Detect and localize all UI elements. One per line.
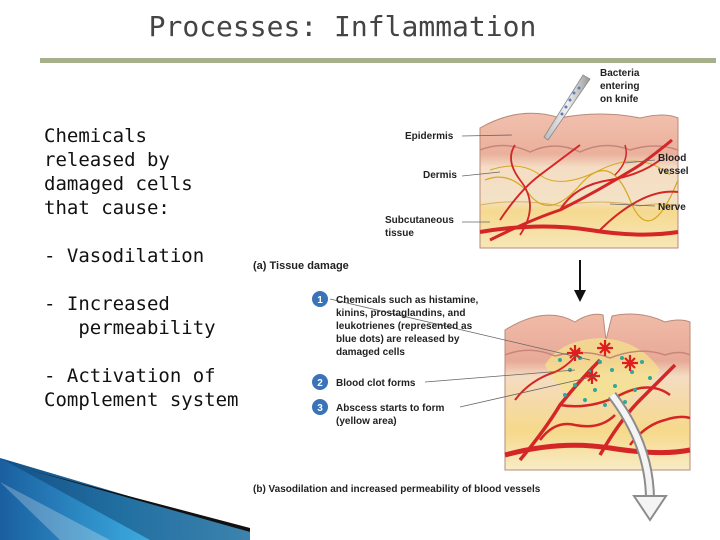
step-1-line-2: kinins, prostaglandins, and: [336, 308, 465, 319]
step-3-line-2: (yellow area): [336, 416, 397, 427]
step-1-line-4: blue dots) are released by: [336, 334, 460, 345]
step-1-number: 1: [317, 295, 323, 306]
label-blood-vessel-2: vessel: [658, 166, 689, 177]
title-divider: [40, 58, 716, 63]
label-blood-vessel-1: Blood: [658, 153, 686, 164]
curved-arrow-icon: [608, 391, 668, 522]
knife-icon: [543, 74, 591, 141]
step-1-line-1: Chemicals such as histamine,: [336, 295, 479, 306]
corner-decoration: [0, 458, 250, 540]
step-2-badge: [312, 374, 328, 390]
label-epidermis: Epidermis: [405, 131, 454, 142]
intro-text: Chemicals released by damaged cells that…: [44, 125, 205, 219]
label-subcutaneous-1: Subcutaneous: [385, 215, 454, 226]
label-subcutaneous-2: tissue: [385, 228, 414, 239]
step-1-line-5: damaged cells: [336, 347, 405, 358]
down-arrow-icon: [574, 260, 586, 302]
caption-vasodilation: (b) Vasodilation and increased permeabil…: [253, 484, 541, 495]
caption-tissue-damage: (a) Tissue damage: [253, 260, 349, 272]
label-bacteria-3: on knife: [600, 94, 639, 105]
step-1-badge: [312, 291, 328, 307]
chemical-dots: [558, 356, 652, 407]
step-3-badge: [312, 399, 328, 415]
step-2-number: 2: [317, 378, 323, 389]
label-nerve: Nerve: [658, 202, 686, 213]
label-dermis: Dermis: [423, 170, 457, 181]
inflammation-figure: Epidermis Dermis Subcutaneous tissue Bac…: [253, 68, 691, 522]
step-1-line-3: leukotrienes (represented as: [336, 321, 473, 332]
bullet-complement: - Activation of Complement system: [44, 365, 239, 411]
step-2-text: Blood clot forms: [336, 378, 416, 389]
step-3-line-1: Abscess starts to form: [336, 403, 444, 414]
label-bacteria-2: entering: [600, 81, 639, 92]
bullet-permeability: - Increased permeability: [44, 293, 216, 339]
blood-vessels-a: [479, 138, 679, 242]
step-3-number: 3: [317, 403, 323, 414]
label-bacteria-1: Bacteria: [600, 68, 640, 79]
bullet-vasodilation: - Vasodilation: [44, 245, 205, 267]
slide-title: Processes: Inflammation: [148, 10, 537, 43]
panel-a-labels: Epidermis Dermis Subcutaneous tissue Bac…: [385, 68, 689, 239]
step-callouts: 1 2 3 Chemicals such as histamine, kinin…: [312, 291, 601, 427]
bullet-list: Chemicals released by damaged cells that…: [44, 124, 249, 412]
